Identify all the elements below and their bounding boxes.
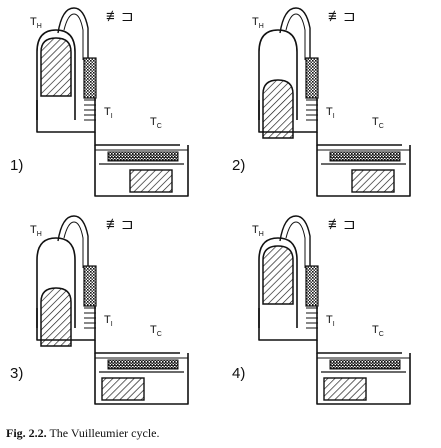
label-hot-temperature: TH bbox=[30, 16, 42, 30]
label-cold-temperature: TC bbox=[150, 324, 162, 338]
cold-regenerator bbox=[329, 359, 401, 370]
heater-tube bbox=[279, 215, 311, 268]
label-cold-temperature: TC bbox=[372, 324, 384, 338]
hot-displacer bbox=[40, 287, 72, 347]
transfer-duct bbox=[316, 132, 402, 146]
cold-displacer bbox=[101, 377, 145, 401]
heater-tube bbox=[57, 7, 89, 60]
label-cold-temperature: TC bbox=[150, 116, 162, 130]
cold-regenerator bbox=[329, 151, 401, 162]
cold-regenerator bbox=[107, 359, 179, 370]
heat-input-symbol: ≢⊐ bbox=[106, 8, 134, 25]
transfer-duct bbox=[94, 340, 180, 354]
figure-caption: Fig. 2.2. The Vuilleumier cycle. bbox=[6, 426, 159, 441]
label-intermediate-temperature: TI bbox=[104, 106, 113, 120]
label-hot-temperature: TH bbox=[252, 224, 264, 238]
hot-cylinder bbox=[258, 29, 298, 120]
heat-input-symbol: ≢⊐ bbox=[328, 8, 356, 25]
heater-tube bbox=[279, 7, 311, 60]
cold-cylinder bbox=[316, 145, 411, 197]
cold-displacer bbox=[129, 169, 173, 193]
heater-tube-inner bbox=[285, 221, 306, 268]
heat-input-symbol: ≢⊐ bbox=[328, 216, 356, 233]
cold-displacer bbox=[323, 377, 367, 401]
panel-1: ≢⊐ TH TI TC 1) bbox=[10, 7, 189, 197]
cold-displacer bbox=[351, 169, 395, 193]
intermediate-chamber bbox=[36, 95, 96, 133]
transfer-duct bbox=[94, 132, 180, 146]
cold-cylinder bbox=[316, 353, 411, 405]
hot-cylinder bbox=[36, 237, 76, 328]
hot-regenerator bbox=[83, 57, 97, 99]
panel-number: 1) bbox=[10, 157, 23, 174]
transfer-duct bbox=[316, 340, 402, 354]
hot-regenerator bbox=[83, 265, 97, 307]
panel-4: ≢⊐ TH TI TC 4) bbox=[232, 215, 411, 405]
hot-displacer bbox=[262, 245, 294, 305]
panel-number: 2) bbox=[232, 157, 245, 174]
panel-number: 4) bbox=[232, 365, 245, 382]
heat-input-symbol: ≢⊐ bbox=[106, 216, 134, 233]
hot-displacer bbox=[262, 79, 294, 139]
hot-cylinder bbox=[258, 237, 298, 328]
heater-tube bbox=[57, 215, 89, 268]
hot-regenerator bbox=[305, 265, 319, 307]
label-hot-temperature: TH bbox=[252, 16, 264, 30]
cold-cylinder bbox=[94, 145, 189, 197]
hot-regenerator bbox=[305, 57, 319, 99]
label-hot-temperature: TH bbox=[30, 224, 42, 238]
label-intermediate-temperature: TI bbox=[326, 314, 335, 328]
heater-tube-inner bbox=[63, 13, 84, 60]
label-intermediate-temperature: TI bbox=[326, 106, 335, 120]
caption-figure-label: Fig. 2.2. bbox=[6, 426, 47, 440]
panel-2: ≢⊐ TH TI TC 2) bbox=[232, 7, 411, 197]
cold-cylinder bbox=[94, 353, 189, 405]
label-cold-temperature: TC bbox=[372, 116, 384, 130]
label-intermediate-temperature: TI bbox=[104, 314, 113, 328]
panel-number: 3) bbox=[10, 365, 23, 382]
caption-title: The Vuilleumier cycle. bbox=[49, 426, 160, 440]
intermediate-chamber bbox=[258, 303, 318, 341]
hot-cylinder bbox=[36, 29, 76, 120]
heater-tube-inner bbox=[285, 13, 306, 60]
hot-displacer bbox=[40, 37, 72, 97]
cold-regenerator bbox=[107, 151, 179, 162]
panel-3: ≢⊐ TH TI TC 3) bbox=[10, 215, 189, 405]
heater-tube-inner bbox=[63, 221, 84, 268]
